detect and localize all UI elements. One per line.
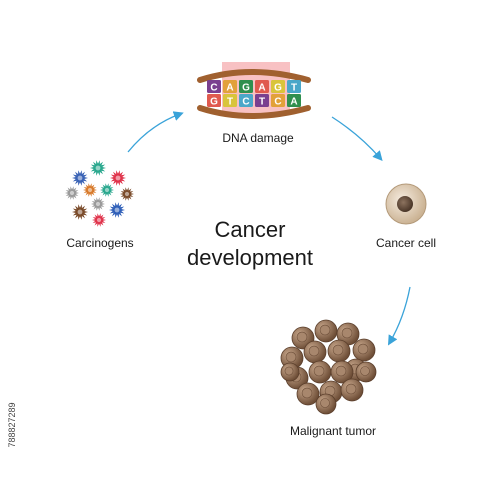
carcinogen-particle-core [95,201,101,207]
dna-base-letter: A [258,83,265,94]
tumor-cell-nucleus [332,344,344,356]
carcinogen-particle-core [95,165,101,171]
tumor-cell-nucleus [341,327,353,339]
arrow-dna-to-cell [331,116,383,162]
dna-damage-label: DNA damage [222,131,294,145]
dna-base-block [223,80,237,93]
tumor-cell-nucleus [320,398,330,408]
dna-base-block [255,80,269,93]
tumor-cell-nucleus [284,366,294,376]
title-line-1: Cancer [214,217,286,242]
tumor-cell-nucleus [360,366,370,376]
title-line-2: development [187,245,313,270]
carcinogen-particle-core [124,191,130,197]
tumor-cell-nucleus [313,365,325,377]
carcinogen-particle-core [96,217,102,223]
dna-base-letter: C [242,97,249,108]
dna-base-block [287,80,301,93]
arrow-carcinogens-to-dna [127,111,184,153]
dna-base-block [287,94,301,107]
tumor-cell-nucleus [296,331,308,343]
dna-base-block [239,94,253,107]
dna-base-letter: G [210,97,218,108]
carcinogen-particle-core [77,175,83,181]
dna-base-letter: A [290,97,297,108]
diagram-title: Cancer development [175,216,325,272]
malignant-tumor-label: Malignant tumor [289,424,377,438]
malignant-tumor-icon [280,319,377,415]
cancer-cell-label: Cancer cell [375,236,437,250]
dna-base-letter: A [226,83,233,94]
dna-base-block [239,80,253,93]
carcinogen-particle-core [114,207,120,213]
dna-base-letter: T [259,97,265,108]
carcinogen-particle-core [115,175,121,181]
dna-base-letter: T [227,97,233,108]
dna-base-letter: G [242,83,250,94]
carcinogen-particle-core [87,187,93,193]
tumor-cell-nucleus [345,383,357,395]
dna-base-block [271,80,285,93]
dna-base-block [223,94,237,107]
dna-base-block [207,94,221,107]
carcinogens-label: Carcinogens [66,236,134,250]
arrow-cell-to-tumor [387,286,411,346]
dna-base-letter: C [210,83,217,94]
carcinogen-particle-core [104,187,110,193]
tumor-cell-nucleus [319,324,331,336]
dna-base-letter: C [274,97,281,108]
carcinogens-cluster [65,160,134,227]
cancer-cell-icon [385,183,427,225]
dna-base-letter: T [291,83,297,94]
stock-id: 788827289 [7,402,17,448]
carcinogen-particle-core [77,209,83,215]
tumor-cell-nucleus [301,387,313,399]
dna-base-block [271,94,285,107]
dna-base-block [255,94,269,107]
dna-base-letter: G [274,83,282,94]
dna-base-block [207,80,221,93]
tumor-cell-nucleus [308,345,320,357]
carcinogen-particle-core [69,190,75,196]
tumor-cell-nucleus [335,365,347,377]
tumor-cell-nucleus [357,343,369,355]
tumor-cell-nucleus [285,351,297,363]
